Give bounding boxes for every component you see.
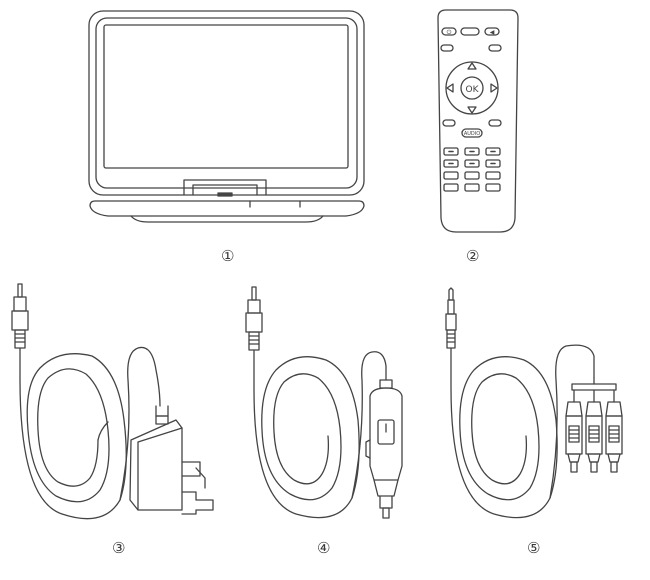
remote-body bbox=[437, 9, 519, 233]
remote-audio-label: AUDIO bbox=[464, 131, 480, 137]
dpad-up-arrow-icon bbox=[467, 62, 477, 70]
car-charger-illustration bbox=[245, 286, 403, 519]
item-number-4: ④ bbox=[317, 539, 331, 557]
dpad-right-arrow-icon bbox=[490, 83, 498, 93]
dvd-player-illustration bbox=[88, 10, 365, 223]
rca-plug-right bbox=[605, 401, 623, 473]
item-number-2: ② bbox=[466, 247, 480, 265]
svg-text:◀: ◀ bbox=[490, 29, 495, 36]
car-charger-body bbox=[369, 387, 403, 481]
adapter-body bbox=[129, 419, 183, 511]
player-screen-bezel-inner bbox=[95, 17, 358, 189]
car-charger-cable bbox=[253, 349, 360, 519]
remote-dpad bbox=[445, 61, 499, 115]
dpad-down-arrow-icon bbox=[467, 106, 477, 114]
remote-ok-label: OK bbox=[466, 85, 480, 95]
item-number-3: ③ bbox=[112, 539, 126, 557]
player-display bbox=[103, 24, 349, 169]
player-hinge bbox=[183, 179, 267, 196]
source-button bbox=[460, 27, 480, 36]
av-cable-coil bbox=[450, 347, 558, 519]
remote-illustration: ⏻ ◀ OK AUDIO bbox=[437, 9, 519, 233]
item-number-1: ① bbox=[221, 247, 235, 265]
adapter-cable bbox=[19, 347, 127, 520]
remote-button-grid bbox=[443, 147, 501, 192]
player-base bbox=[89, 200, 365, 217]
dpad-left-arrow-icon bbox=[446, 83, 454, 93]
power-button bbox=[441, 27, 457, 36]
ac-adapter-illustration bbox=[11, 283, 214, 520]
remote-ok-button bbox=[460, 76, 484, 100]
rca-plug-left bbox=[565, 401, 583, 473]
remote-audio-button bbox=[461, 128, 483, 138]
av-cable-illustration bbox=[445, 287, 623, 519]
svg-text:⏻: ⏻ bbox=[447, 29, 452, 36]
rca-plug-middle bbox=[585, 401, 603, 473]
mute-button bbox=[484, 27, 500, 36]
item-number-5: ⑤ bbox=[527, 539, 541, 557]
